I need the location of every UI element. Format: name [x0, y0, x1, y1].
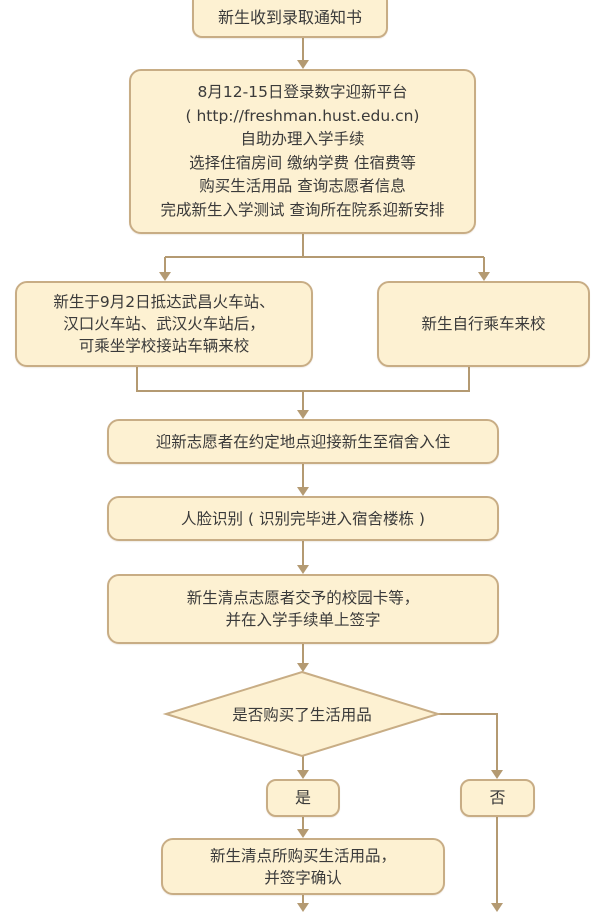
node-text: 新生收到录取通知书 [217, 8, 362, 27]
node-receive-notice: 新生收到录取通知书 [192, 0, 388, 38]
node-text: 8月12-15日登录数字迎新平台 [197, 83, 408, 101]
arrowhead-icon [297, 60, 309, 69]
node-text: 自助办理入学手续 [240, 130, 365, 148]
node-self-travel: 新生自行乘车来校 [377, 281, 590, 367]
decision-diamond [162, 670, 442, 758]
node-text: 新生自行乘车来校 [421, 315, 546, 333]
node-face-recognition: 人脸识别 ( 识别完毕进入宿舍楼栋 ) [107, 496, 499, 541]
arrowhead-icon [297, 770, 309, 779]
node-check-purchase: 新生清点所购买生活用品， 并签字确认 [161, 838, 445, 895]
node-text: 是 [294, 788, 311, 807]
arrowhead-icon [297, 663, 309, 672]
node-text: 汉口火车站、武汉火车站后， [63, 315, 265, 333]
node-text: 新生清点所购买生活用品， [209, 846, 396, 865]
node-text: 新生于9月2日抵达武昌火车站、 [53, 293, 275, 311]
node-text: 并签字确认 [264, 868, 342, 887]
node-login-platform: 8月12-15日登录数字迎新平台 ( http://freshman.hust.… [129, 69, 476, 234]
arrowhead-icon [297, 829, 309, 838]
node-text: 迎新志愿者在约定地点迎接新生至宿舍入住 [155, 432, 451, 451]
arrowhead-icon [297, 903, 309, 912]
node-text: 可乘坐学校接站车辆来校 [78, 337, 250, 355]
node-text: 购买生活用品 查询志愿者信息 [199, 177, 406, 195]
node-text: 新生清点志愿者交予的校园卡等， [186, 589, 420, 607]
node-check-items: 新生清点志愿者交予的校园卡等， 并在入学手续单上签字 [107, 574, 499, 644]
arrowhead-icon [491, 770, 503, 779]
node-no: 否 [460, 779, 535, 817]
arrowhead-icon [491, 903, 503, 912]
arrowhead-icon [297, 565, 309, 574]
arrowhead-icon [478, 272, 490, 281]
connector-line [438, 713, 498, 770]
node-volunteer-pickup: 迎新志愿者在约定地点迎接新生至宿舍入住 [107, 419, 499, 464]
node-yes: 是 [266, 779, 340, 817]
arrowhead-icon [297, 410, 309, 419]
arrowhead-icon [297, 487, 309, 496]
decision-label: 是否购买了生活用品 [232, 706, 372, 724]
node-text: 否 [489, 788, 506, 807]
platform-url-text: ( http://freshman.hust.edu.cn) [185, 106, 420, 125]
arrowhead-icon [159, 272, 171, 281]
node-text: 选择住宿房间 缴纳学费 住宿费等 [189, 153, 416, 172]
node-arrive-station: 新生于9月2日抵达武昌火车站、 汉口火车站、武汉火车站后， 可乘坐学校接站车辆来… [15, 281, 313, 367]
node-text: 人脸识别 ( 识别完毕进入宿舍楼栋 ) [181, 509, 425, 528]
connector-line [136, 367, 470, 392]
node-text: 完成新生入学测试 查询所在院系迎新安排 [160, 200, 445, 219]
node-text: 并在入学手续单上签字 [225, 611, 381, 629]
